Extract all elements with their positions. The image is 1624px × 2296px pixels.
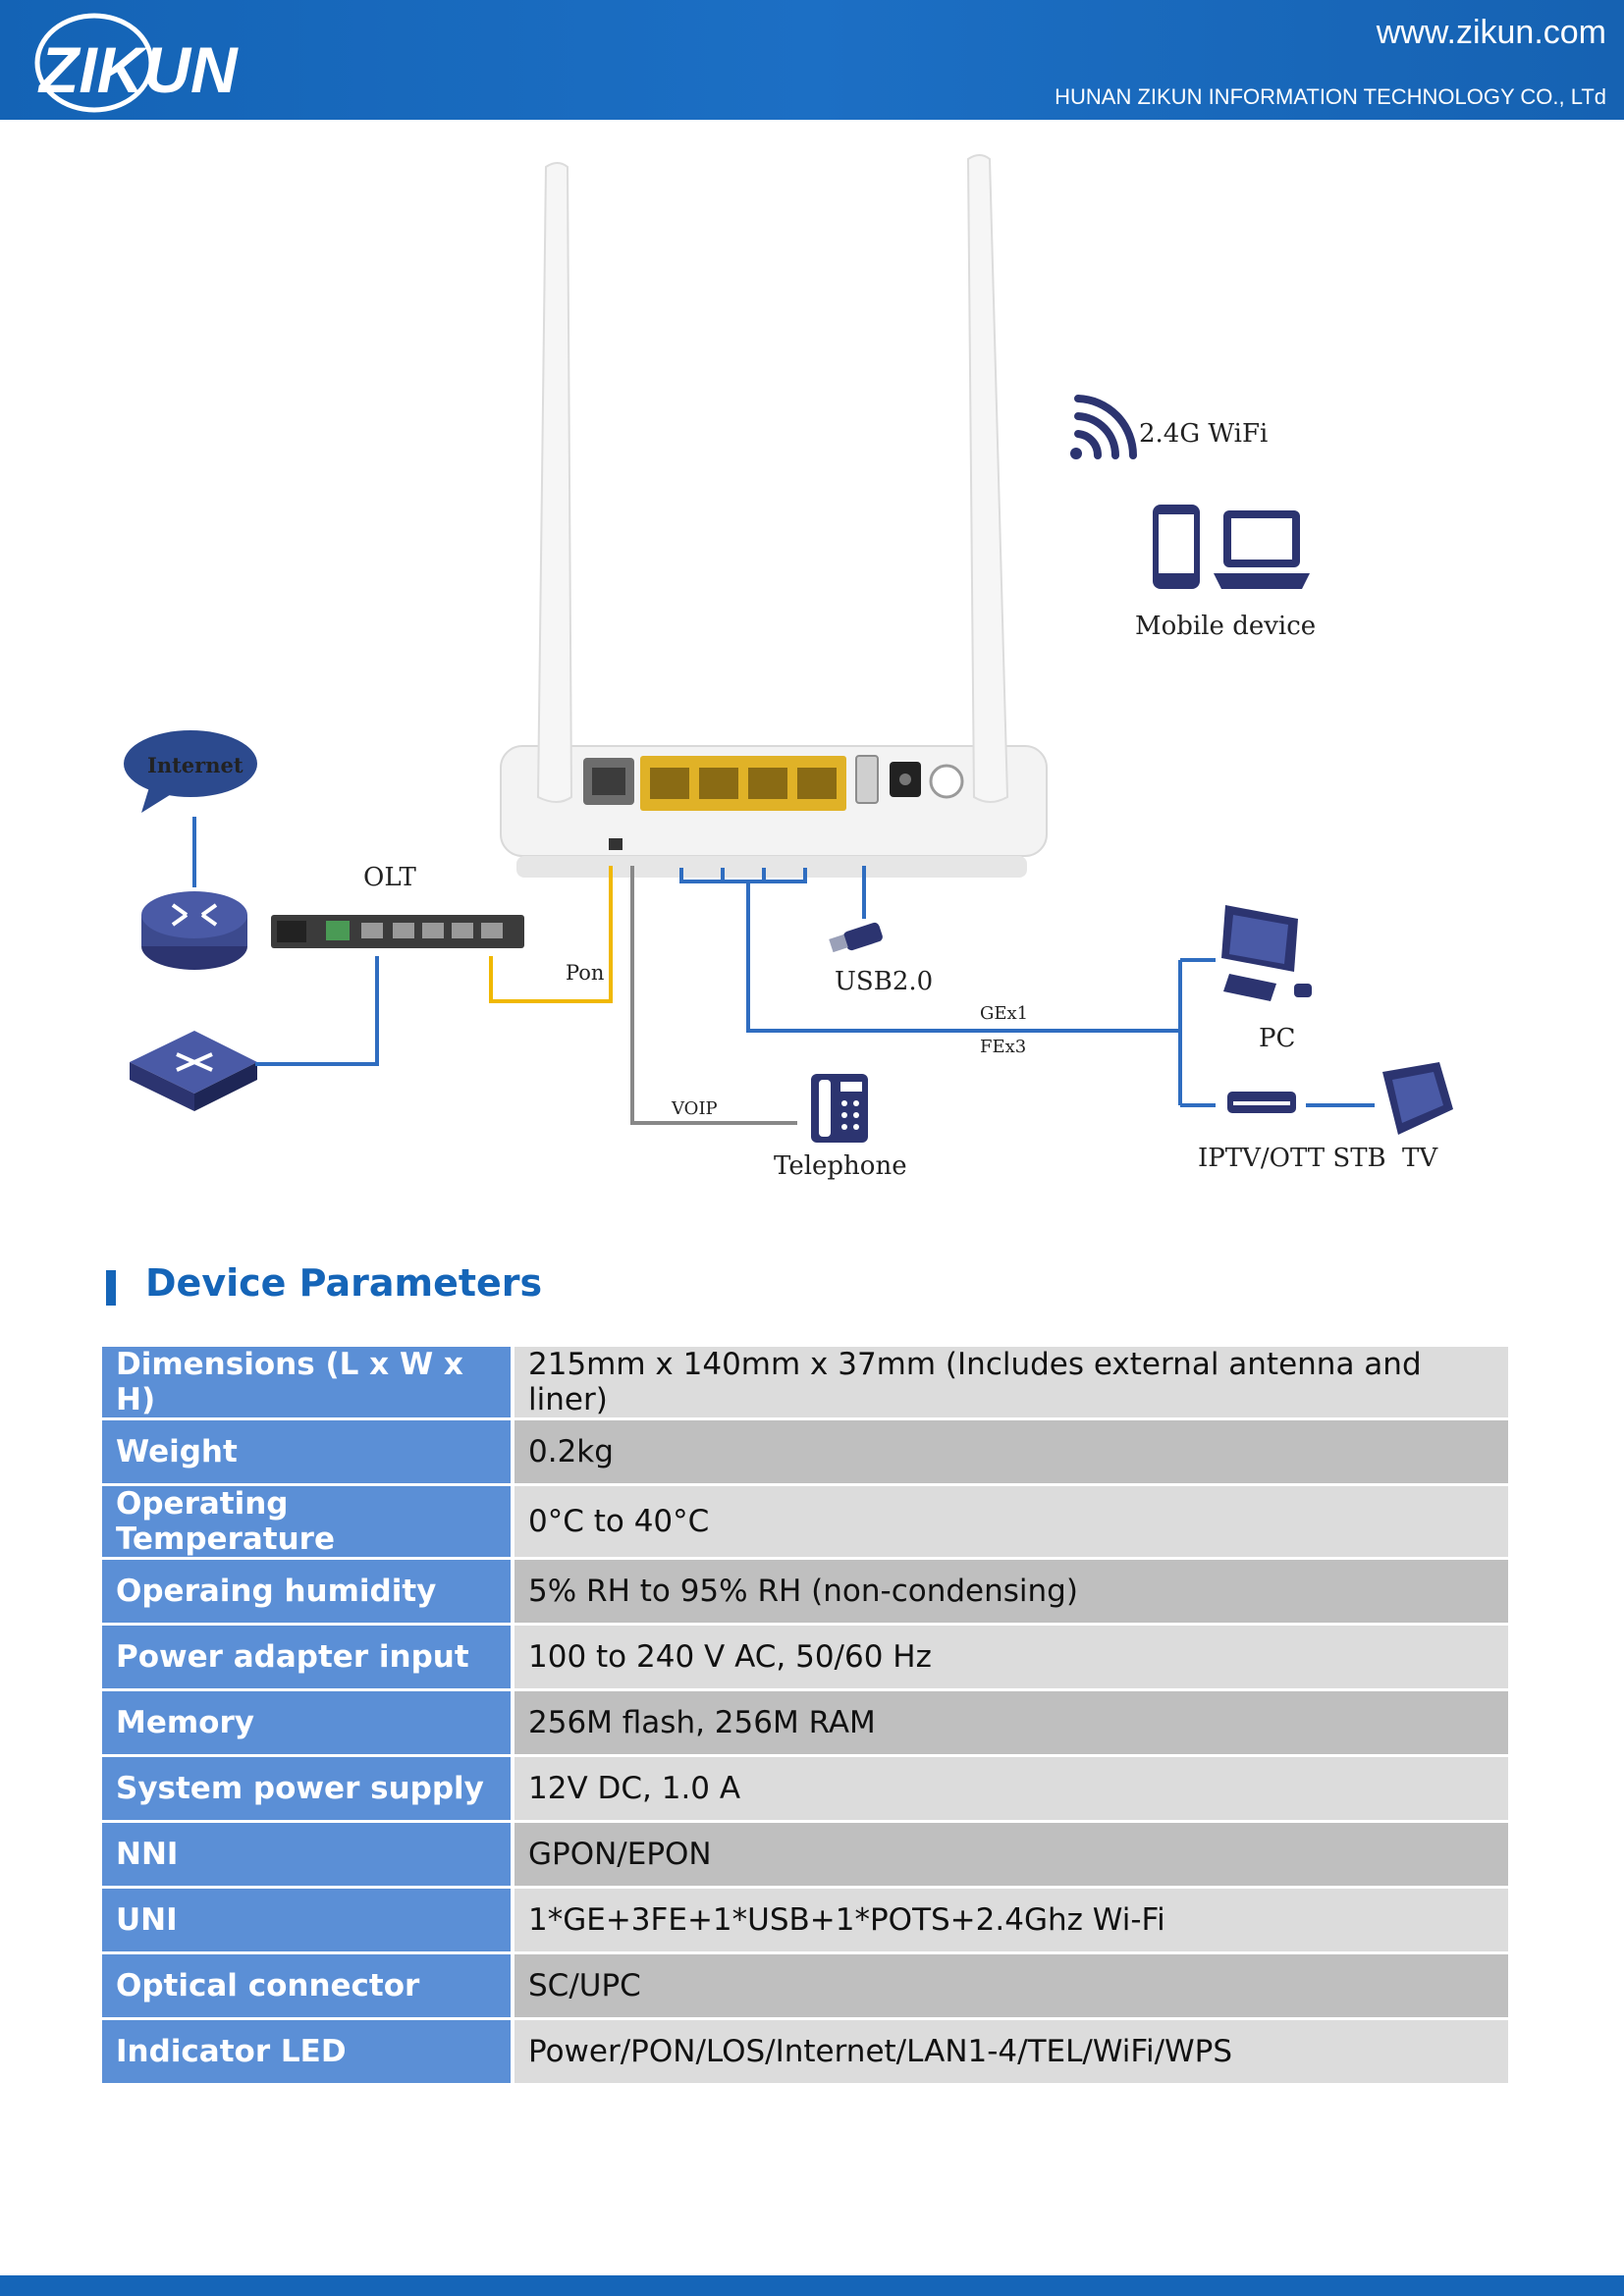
param-value: 100 to 240 V AC, 50/60 Hz (514, 1626, 1508, 1691)
usb-label: USB2.0 (835, 967, 933, 996)
internet-cloud-icon: Internet (124, 730, 257, 813)
website-url[interactable]: www.zikun.com (1376, 14, 1606, 51)
pon-label: Pon (566, 961, 604, 985)
telephone-icon (811, 1074, 868, 1143)
voip-label: VOIP (671, 1098, 718, 1119)
param-key: Optical connector (102, 1954, 514, 2020)
table-row: Dimensions (L x W x H)215mm x 140mm x 37… (102, 1347, 1508, 1420)
usb-port (855, 755, 879, 804)
laptop-icon (1214, 510, 1310, 589)
device-parameters-table: Dimensions (L x W x H)215mm x 140mm x 37… (102, 1347, 1508, 2086)
wifi-label: 2.4G WiFi (1139, 419, 1268, 449)
lan-ports (640, 756, 846, 811)
param-key: Memory (102, 1691, 514, 1757)
param-key: NNI (102, 1823, 514, 1889)
param-value: 1*GE+3FE+1*USB+1*POTS+2.4Ghz Wi-Fi (514, 1889, 1508, 1954)
section-title-text: Device Parameters (145, 1261, 543, 1305)
olt-device-image (271, 915, 524, 948)
iptv-label: IPTV/OTT STB (1198, 1144, 1386, 1173)
section-marker (106, 1270, 116, 1306)
param-value: GPON/EPON (514, 1823, 1508, 1889)
tv-label: TV (1402, 1144, 1438, 1173)
ont-router-image (500, 154, 1048, 878)
mobile-device-label: Mobile device (1135, 612, 1316, 641)
param-key: Dimensions (L x W x H) (102, 1347, 514, 1420)
param-value: 12V DC, 1.0 A (514, 1757, 1508, 1823)
mobile-phone-icon (1153, 505, 1200, 589)
param-key: Power adapter input (102, 1626, 514, 1691)
fe-label: FEx3 (980, 1037, 1026, 1057)
param-value: 256M flash, 256M RAM (514, 1691, 1508, 1757)
power-button (929, 764, 964, 799)
core-router-icon (141, 891, 247, 970)
tv-icon (1382, 1062, 1453, 1135)
ge-label: GEx1 (980, 1003, 1028, 1024)
zikun-logo: ZIKUN (34, 13, 239, 113)
param-value: SC/UPC (514, 1954, 1508, 2020)
logo-text: ZIKUN (37, 33, 239, 106)
internet-label: Internet (147, 753, 244, 777)
param-value: Power/PON/LOS/Internet/LAN1-4/TEL/WiFi/W… (514, 2020, 1508, 2086)
param-key: Operaing humidity (102, 1560, 514, 1626)
usb-stick-icon (829, 922, 883, 953)
param-value: 0°C to 40°C (514, 1486, 1508, 1560)
network-diagram: 2.4G WiFi Mobile device Internet OLT (124, 154, 1453, 1181)
pc-icon (1221, 905, 1312, 1001)
param-value: 215mm x 140mm x 37mm (Includes external … (514, 1347, 1508, 1420)
wifi-icon (1070, 395, 1137, 459)
param-key: System power supply (102, 1757, 514, 1823)
pc-label: PC (1259, 1024, 1295, 1053)
switch-icon (130, 1031, 257, 1111)
section-title: Device Parameters (106, 1261, 542, 1305)
param-key: Weight (102, 1420, 514, 1486)
company-name: HUNAN ZIKUN INFORMATION TECHNOLOGY CO., … (1055, 84, 1606, 109)
param-key: UNI (102, 1889, 514, 1954)
lan-links (679, 866, 1375, 1107)
param-key: Operating Temperature (102, 1486, 514, 1560)
param-value: 0.2kg (514, 1420, 1508, 1486)
telephone-label: Telephone (774, 1151, 907, 1181)
param-value: 5% RH to 95% RH (non-condensing) (514, 1560, 1508, 1626)
page-header: ZIKUN www.zikun.com HUNAN ZIKUN INFORMAT… (0, 0, 1624, 120)
footer-bar (0, 2275, 1624, 2296)
set-top-box-icon (1227, 1092, 1296, 1113)
param-key: Indicator LED (102, 2020, 514, 2086)
olt-label: OLT (363, 863, 416, 892)
